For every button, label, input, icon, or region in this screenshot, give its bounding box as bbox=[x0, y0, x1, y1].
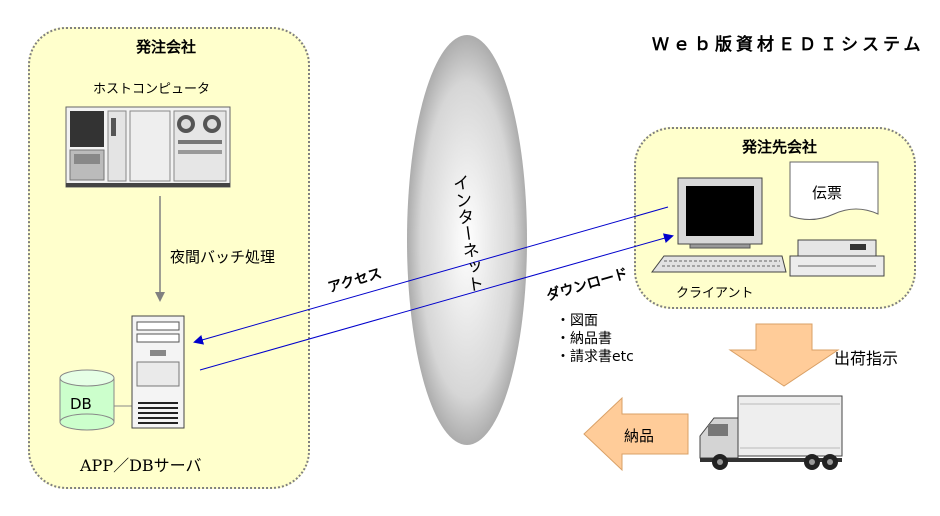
batch-process-label: 夜間バッチ処理 bbox=[170, 248, 276, 266]
host-computer-icon bbox=[65, 106, 231, 188]
slip-document-icon bbox=[789, 161, 879, 220]
page-title: Ｗｅｂ版資材ＥＤＩシステム bbox=[652, 35, 925, 55]
slip-label: 伝票 bbox=[812, 184, 843, 202]
download-item: ・納品書 bbox=[556, 331, 612, 347]
download-item: ・請求書etc bbox=[556, 349, 634, 365]
db-cylinder-icon bbox=[59, 369, 115, 431]
supplier-company-label: 発注先会社 bbox=[742, 138, 818, 156]
client-pc-icon bbox=[677, 177, 763, 249]
client-label: クライアント bbox=[676, 286, 754, 301]
server-label: APP／DBサーバ bbox=[80, 456, 202, 475]
shipping-arrow bbox=[728, 323, 840, 387]
server-tower-icon bbox=[131, 315, 185, 429]
access-line bbox=[193, 206, 669, 345]
delivery-arrow bbox=[583, 396, 689, 472]
db-label: DB bbox=[70, 395, 92, 413]
ordering-company-label: 発注会社 bbox=[136, 38, 197, 56]
delivery-label: 納品 bbox=[624, 427, 655, 445]
truck-icon bbox=[699, 395, 843, 470]
internet-cloud bbox=[407, 35, 527, 445]
printer-icon bbox=[789, 239, 885, 277]
host-computer-label: ホストコンピュータ bbox=[93, 82, 211, 97]
download-line bbox=[199, 233, 674, 371]
download-item: ・図面 bbox=[556, 313, 598, 329]
shipping-instruction-label: 出荷指示 bbox=[834, 349, 899, 368]
keyboard-icon bbox=[651, 255, 787, 273]
